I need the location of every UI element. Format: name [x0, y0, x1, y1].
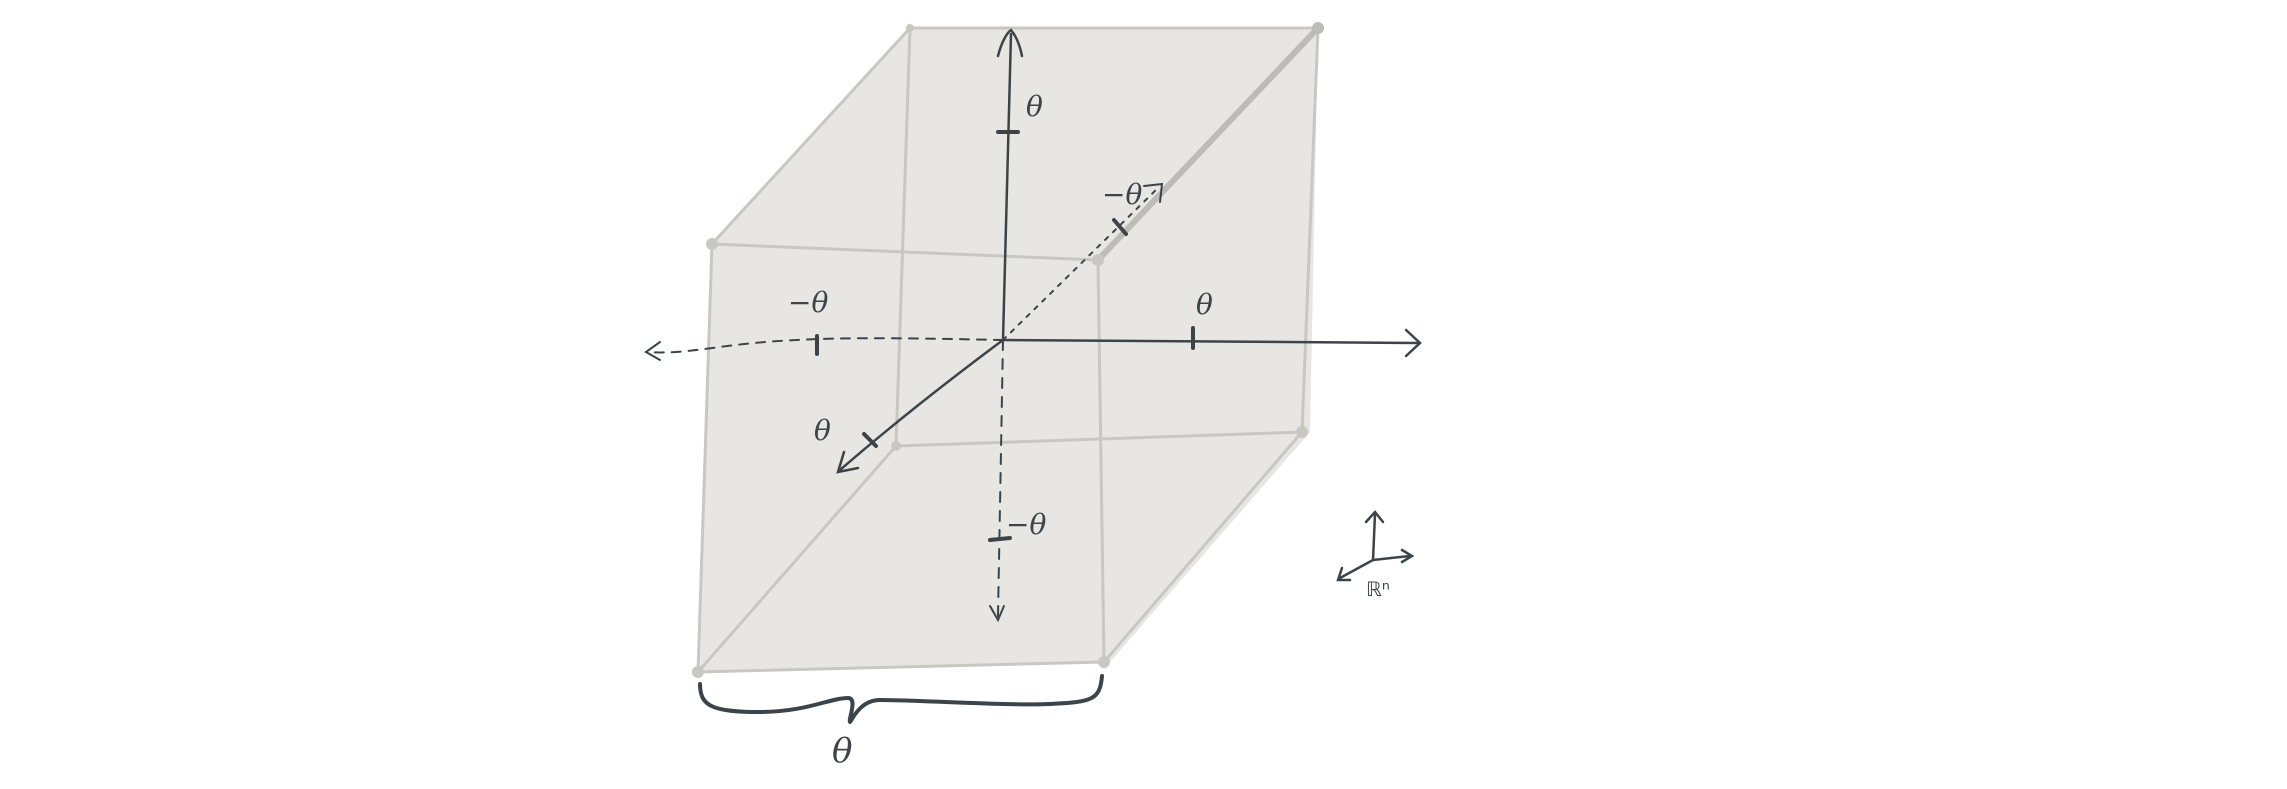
z-front-label: θ: [814, 414, 831, 447]
cube-vertex: [891, 441, 901, 451]
y-axis-negative: [997, 339, 1004, 617]
cube-vertex: [1092, 254, 1104, 266]
z-axis-back: [1002, 185, 1161, 341]
tick-labels: θ −θ θ −θ −θ θ: [788, 90, 1213, 541]
x-negative-label: −θ: [788, 286, 828, 319]
z-axis-front-tick: [862, 432, 878, 448]
y-positive-label: θ: [1026, 90, 1043, 123]
cube-vertex: [906, 24, 914, 32]
cube-edge-bottom-left: [696, 445, 898, 673]
cube-edge-top-right: [1095, 25, 1321, 263]
brace-icon: [698, 674, 1104, 724]
cube-vertex: [692, 666, 704, 678]
cube: [692, 22, 1324, 678]
y-axis-arrowhead: [996, 28, 1024, 58]
y-axis-negative-tick: [988, 536, 1012, 542]
y-axis-negative-arrowhead: [989, 605, 1005, 623]
x-axis-positive: [1001, 338, 1422, 345]
z-axis-front: [838, 338, 1005, 472]
z-axis-front-arrowhead: [836, 450, 860, 474]
x-axis-arrowhead: [1404, 328, 1422, 358]
side-length-brace: θ: [698, 674, 1104, 771]
space-symbol-label: ℝⁿ: [1366, 577, 1390, 601]
cube-vertex: [706, 238, 718, 250]
z-axis-back-arrowhead: [1143, 182, 1164, 203]
x-axis-negative: [645, 337, 1004, 354]
x-axis-negative-arrowhead: [644, 341, 661, 361]
cube-vertex: [1312, 22, 1324, 34]
x-positive-label: θ: [1196, 288, 1213, 321]
cube-vertex: [1296, 426, 1308, 438]
axes: [644, 28, 1422, 623]
cube-edge-top-left: [710, 26, 912, 246]
side-length-label: θ: [832, 731, 852, 771]
orientation-axes-icon: [1336, 510, 1415, 582]
z-back-label: −θ: [1102, 178, 1142, 211]
cube-vertex: [1098, 656, 1110, 668]
y-negative-label: −θ: [1006, 508, 1046, 541]
y-axis-positive: [1001, 32, 1013, 342]
z-axis-back-tick: [1112, 218, 1128, 236]
cube-edge-bottom-right: [1102, 431, 1304, 663]
